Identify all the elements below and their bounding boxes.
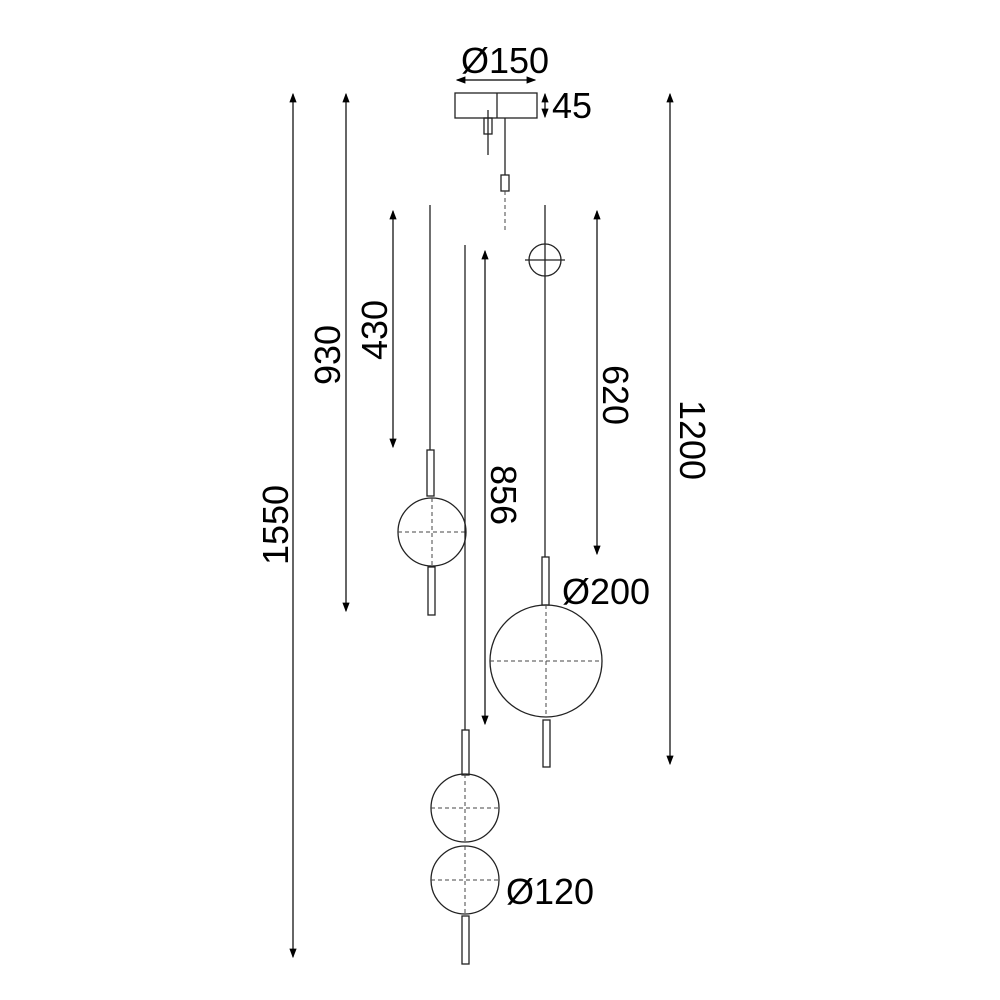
pendant-3-drop-label: 856	[483, 465, 524, 525]
pendant-1-drop-label: 430	[354, 300, 395, 360]
pendant-2-drop-label: 620	[595, 365, 636, 425]
small-globe-diameter-label: Ø120	[506, 871, 594, 912]
canopy	[454, 92, 538, 119]
total-height-label: 1550	[255, 485, 296, 565]
pendant-3	[430, 245, 500, 965]
large-globe-diameter-label: Ø200	[562, 571, 650, 612]
pendant-2-height-label: 1200	[672, 400, 713, 480]
pendant-1-height-label: 930	[307, 325, 348, 385]
pendant-2	[489, 205, 603, 768]
canopy-height-label: 45	[552, 85, 592, 126]
canopy-diameter-label: Ø150	[461, 40, 549, 81]
pendant-1	[397, 205, 467, 616]
